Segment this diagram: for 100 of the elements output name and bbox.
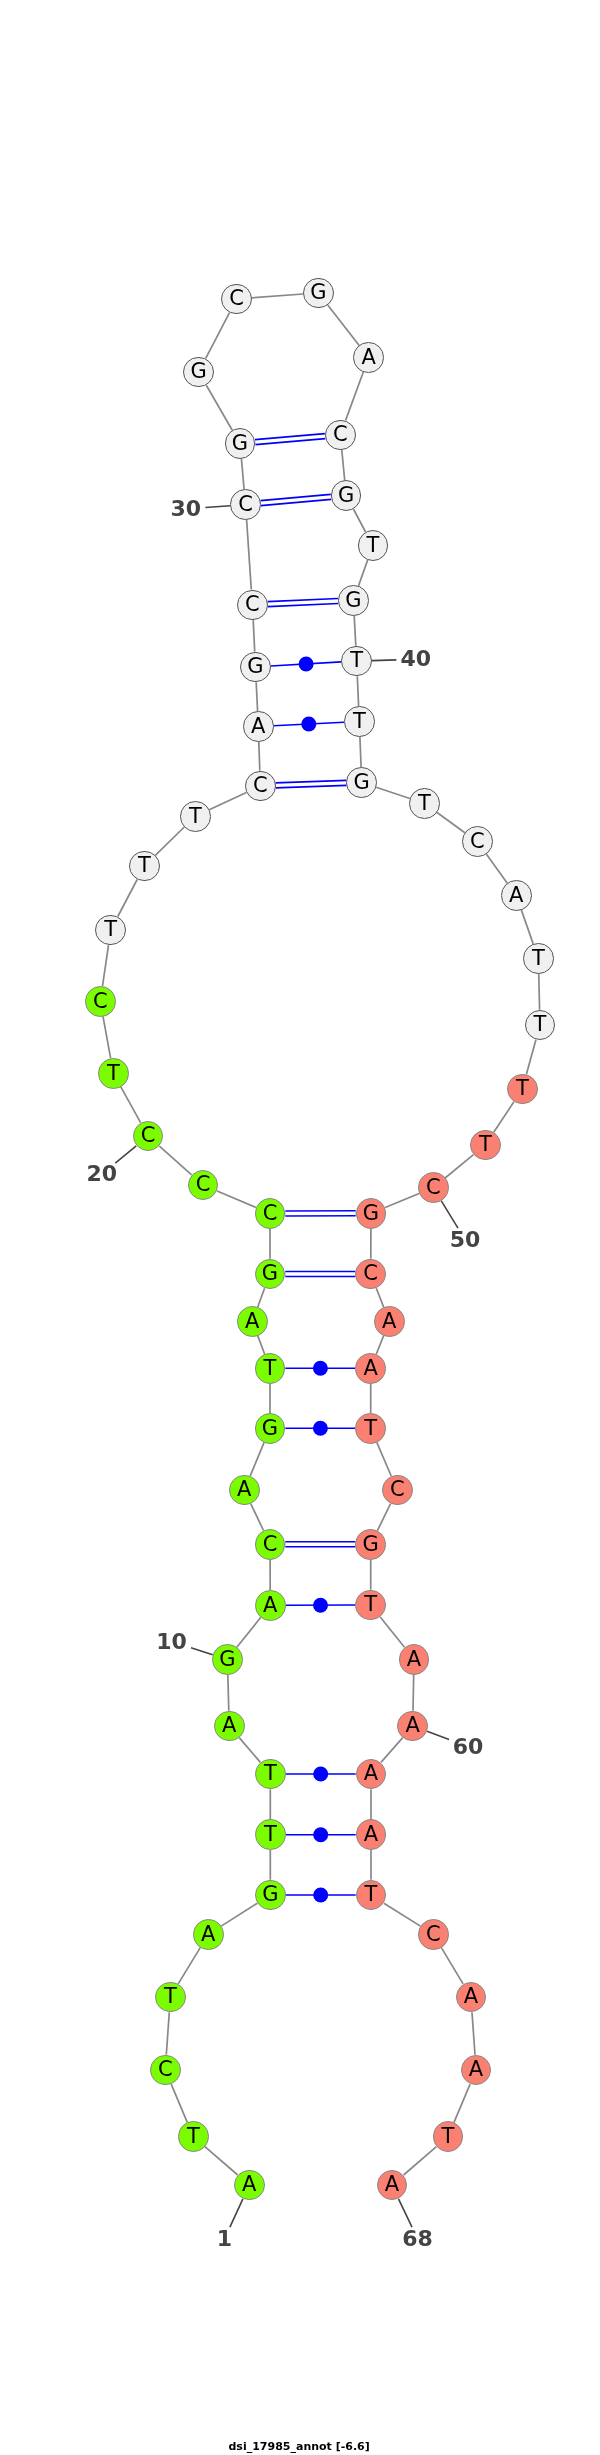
backbone-line [537,972,541,1011]
backbone-line [220,1902,259,1927]
backbone-line [102,1015,112,1060]
backbone-line [380,1736,404,1764]
backbone-line [369,1558,372,1591]
backbone-line [255,681,259,713]
nucleotide-circle: G [338,585,369,616]
nucleotide-circle: C [382,1474,413,1506]
base-pair-line [284,1827,357,1843]
nucleotide-circle: T [524,1009,556,1041]
nucleotide-circle: A [397,1710,428,1742]
backbone-line [440,1946,464,1985]
backbone-line [256,1334,266,1355]
backbone-line [204,311,231,360]
nucleotide-circle: C [325,419,356,451]
backbone-line [357,559,369,587]
nucleotide-circle: G [355,1529,386,1560]
nucleotide-circle: T [254,1353,286,1384]
leader-line [440,1200,459,1229]
nucleotide-circle: C [418,1919,449,1950]
position-number: 20 [86,1163,118,1186]
nucleotide-circle: A [255,1590,286,1621]
backbone-line [170,2083,189,2124]
nucleotide-circle: G [330,480,362,511]
base-pair-line [285,1270,356,1278]
nucleotide-circle: C [254,1198,286,1229]
nucleotide-circle: A [355,1758,387,1790]
leader-line [426,1730,450,1741]
nucleotide-circle: A [374,1306,405,1337]
base-pair-line [285,1541,356,1548]
nucleotide-circle: C [187,1169,219,1201]
backbone-line [116,878,139,918]
nucleotide-circle: A [460,2054,492,2086]
base-pair-line [260,493,332,507]
position-number: 50 [449,1229,481,1251]
backbone-line [269,1788,272,1821]
backbone-line [269,1382,271,1414]
nucleotide-circle: G [355,1198,387,1229]
base-pair-line [284,1887,357,1903]
nucleotide-circle: G [254,1413,286,1444]
backbone-line [485,853,509,885]
nucleotide-circle: A [353,342,384,373]
backbone-line [235,1616,262,1649]
nucleotide-circle: G [224,428,256,459]
backbone-line [216,1190,257,1209]
base-pair-line [284,1420,357,1436]
backbone-line [340,449,346,482]
backbone-line [177,1946,202,1985]
backbone-line [208,791,248,811]
backbone-line [154,826,186,857]
leader-line [229,2198,244,2228]
base-pair-line [275,779,347,789]
backbone-line [353,614,357,647]
leader-line [204,504,231,509]
leader-line [114,1145,137,1164]
backbone-line [269,1227,271,1260]
nucleotide-circle: T [357,530,389,561]
backbone-line [249,1441,265,1477]
position-number: 10 [156,1630,187,1653]
position-number: 30 [170,498,201,520]
nucleotide-circle: A [355,1819,387,1850]
backbone-line [119,1085,142,1124]
nucleotide-circle: A [398,1644,430,1675]
backbone-line [383,1902,422,1927]
nucleotide-circle: C [230,489,261,520]
backbone-line [375,1287,385,1308]
nucleotide-circle: G [346,767,377,798]
backbone-line [204,2145,239,2176]
base-pair-line [254,432,326,446]
nucleotide-circle: C [355,1258,386,1290]
nucleotide-circle: A [229,1474,260,1506]
nucleotide-circle: T [355,1879,387,1911]
backbone-line [370,1849,372,1881]
nucleotide-circle: C [237,589,268,621]
nucleotide-circle: C [221,283,252,315]
backbone-line [101,944,110,988]
backbone-line [165,2011,171,2056]
backbone-line [158,1145,193,1176]
nucleotide-circle: T [129,850,160,882]
nucleotide-circle: T [409,788,440,819]
nucleotide-circle: T [255,1758,286,1790]
backbone-line [412,1673,415,1712]
nucleotide-circle: A [237,1306,268,1337]
base-pair-line [284,1360,357,1376]
caption: dsi_17985_annot [-6.6] [228,2440,370,2453]
leader-line [397,2198,413,2228]
nucleotide-circle: G [240,651,271,683]
nucleotide-circle: A [355,1353,386,1384]
backbone-line [359,735,362,768]
backbone-line [520,909,535,945]
backbone-line [375,786,411,800]
nucleotide-circle: C [150,2054,181,2086]
base-pair-line [267,597,339,608]
backbone-line [376,1502,392,1532]
nucleotide-circle: T [344,706,375,737]
position-number: 68 [402,2228,433,2251]
backbone-line [356,675,360,707]
nucleotide-circle: G [255,1879,286,1911]
backbone-line [384,1192,420,1209]
nucleotide-circle: T [470,1129,501,1161]
